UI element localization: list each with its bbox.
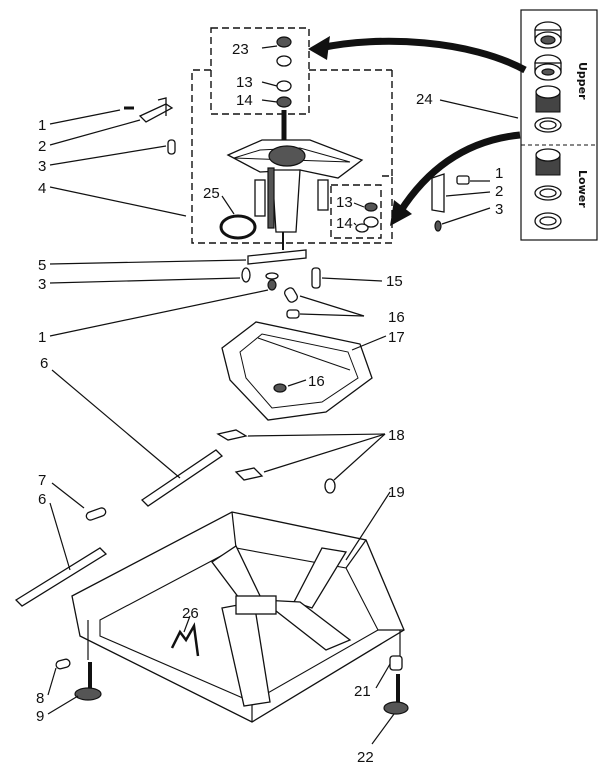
callout-26: 26 — [182, 605, 199, 622]
right-bracket-parts — [431, 173, 470, 232]
nut-21 — [389, 655, 403, 671]
spring-clip-26 — [170, 622, 200, 657]
callout-1-right: 1 — [495, 165, 503, 182]
lower-bearing-set — [534, 148, 562, 230]
leveling-foot-9 — [74, 662, 102, 701]
callout-1-mid: 1 — [38, 329, 46, 346]
callout-2-right: 2 — [495, 183, 503, 200]
leveling-foot-22 — [383, 674, 409, 715]
callout-2: 2 — [38, 138, 46, 155]
lower-kit-arrowhead — [390, 200, 412, 226]
callout-15: 15 — [386, 273, 403, 290]
lower-bearing-dashed-box — [330, 184, 382, 239]
seal-ring-25 — [219, 214, 257, 240]
mounting-plate-17 — [221, 321, 373, 421]
bushing-16-a — [283, 287, 299, 303]
callout-6: 6 — [40, 355, 48, 372]
lower-kit-arrow — [397, 131, 521, 214]
left-bracket-parts — [124, 97, 176, 155]
callout-24: 24 — [416, 91, 433, 108]
gearcase-assembly — [226, 110, 364, 250]
leader-lines — [47, 45, 519, 745]
callout-16-plate: 16 — [308, 373, 325, 390]
bushing-16-b — [286, 309, 300, 319]
callout-9: 9 — [36, 708, 44, 725]
bearing-kit-panel: Upper Lower — [520, 9, 598, 241]
upper-kit-arrowhead — [308, 36, 330, 60]
callout-6-lower: 6 — [38, 491, 46, 508]
upper-kit-arrow — [319, 37, 527, 74]
part-7 — [85, 507, 107, 521]
upper-bearing-stack — [276, 36, 292, 108]
lower-bearing-stack — [355, 202, 379, 233]
upper-bearing-set — [534, 21, 562, 133]
callout-3-right: 3 — [495, 201, 503, 218]
callout-4: 4 — [38, 180, 46, 197]
callout-18: 18 — [388, 427, 405, 444]
callout-7: 7 — [38, 472, 46, 489]
callout-3: 3 — [38, 158, 46, 175]
lower-label: Lower — [576, 170, 589, 208]
callout-3-mid: 3 — [38, 276, 46, 293]
callout-23: 23 — [232, 41, 249, 58]
clips-18 — [216, 429, 336, 494]
callout-13-lower: 13 — [336, 194, 353, 211]
upper-bearing-dashed-box — [210, 27, 310, 115]
callout-14: 14 — [236, 92, 253, 109]
callout-17: 17 — [388, 329, 405, 346]
strip-6-upper — [140, 449, 224, 507]
callout-19: 19 — [388, 484, 405, 501]
strip-6-lower — [14, 547, 108, 607]
callout-14-lower: 14 — [336, 215, 353, 232]
callout-8: 8 — [36, 690, 44, 707]
base-frame-19 — [71, 511, 405, 723]
upper-label: Upper — [576, 62, 589, 100]
callout-13: 13 — [236, 74, 253, 91]
shaft-lower-parts — [241, 249, 321, 291]
gearcase-dashed-box — [191, 69, 393, 244]
part-8 — [55, 658, 71, 670]
callout-1: 1 — [38, 117, 46, 134]
callout-22: 22 — [357, 749, 374, 766]
callout-16: 16 — [388, 309, 405, 326]
callout-25: 25 — [203, 185, 220, 202]
callout-21: 21 — [354, 683, 371, 700]
callout-numbers: 1 2 3 4 23 13 14 24 25 13 14 1 2 3 5 3 1… — [36, 41, 503, 766]
callout-5: 5 — [38, 257, 46, 274]
